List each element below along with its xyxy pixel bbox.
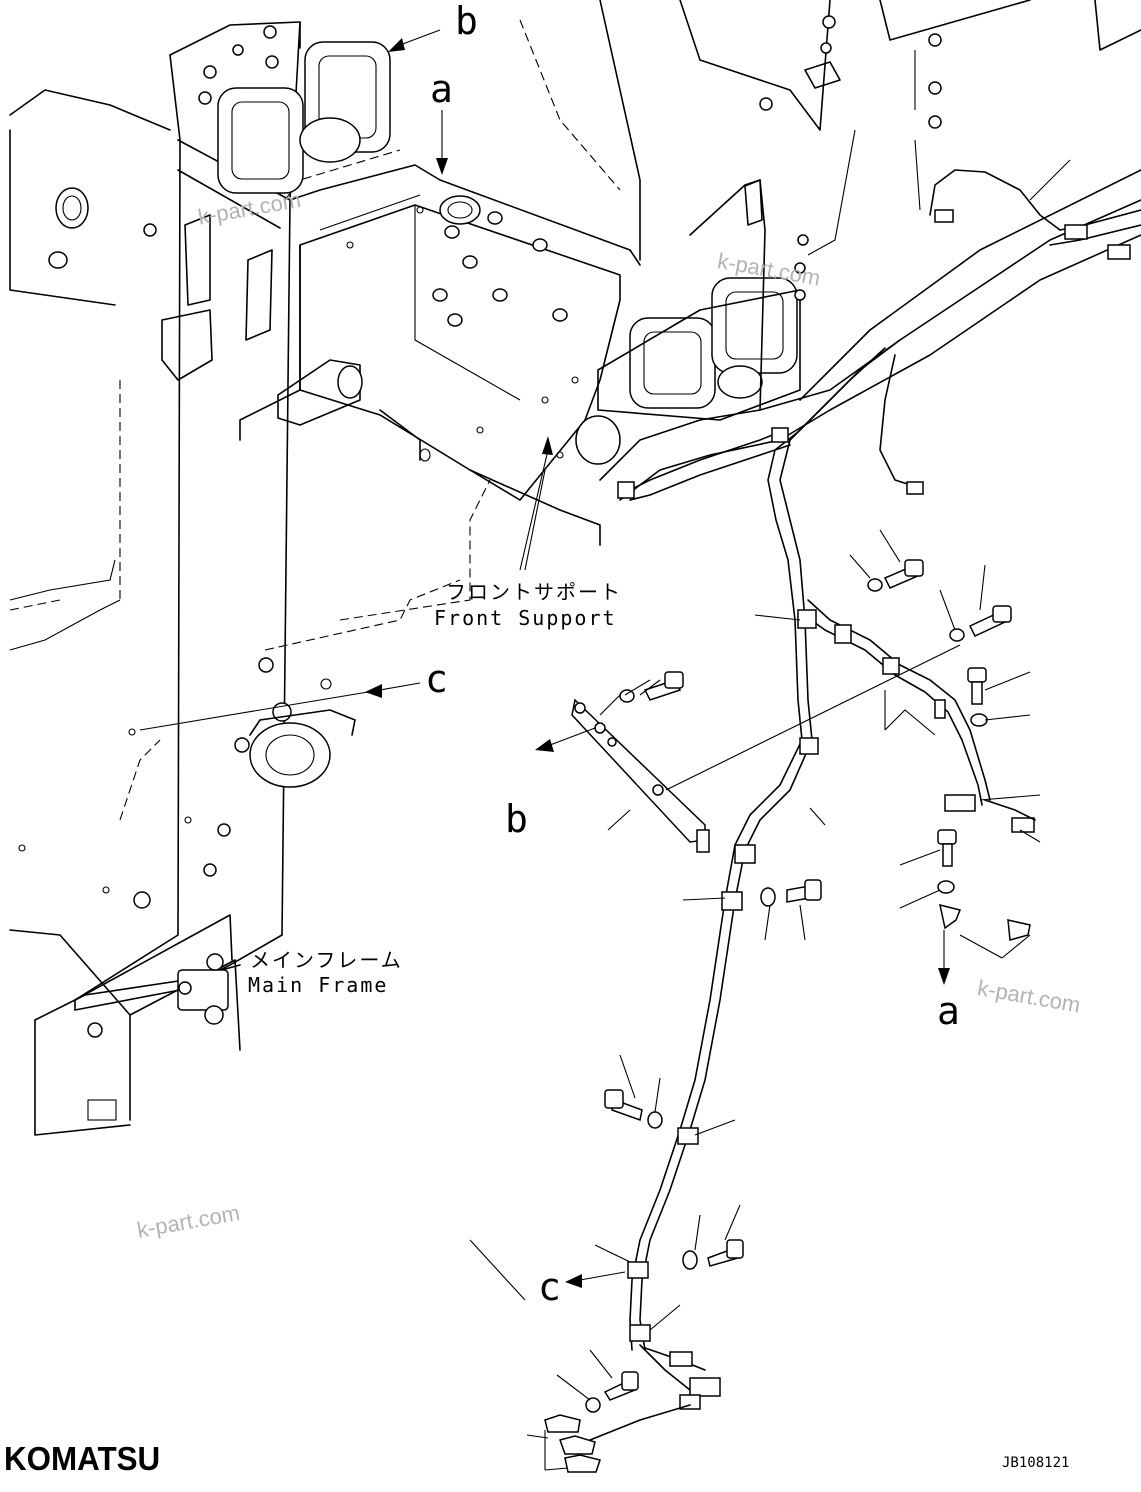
callout-c-mid: c	[425, 657, 448, 701]
front-support-label-en: Front Support	[434, 606, 617, 630]
drawing-code: JB108121	[1002, 1455, 1070, 1471]
fasteners	[544, 559, 1031, 1473]
callout-a-top: a	[430, 67, 453, 111]
front-support-block	[239, 164, 641, 546]
callout-b-top: b	[455, 0, 478, 43]
main-frame-label-en: Main Frame	[248, 973, 389, 997]
main-frame-label-jp: メインフレーム	[250, 948, 403, 972]
callout-c-bottom: c	[538, 1265, 561, 1309]
grab-handles	[198, 25, 801, 421]
komatsu-logo: KOMATSU	[4, 1440, 161, 1477]
leader-lines	[139, 29, 1071, 1471]
main-frame-outline	[9, 19, 621, 1136]
wiring-harness	[589, 169, 1141, 1441]
callout-a-right: a	[937, 989, 960, 1033]
front-support-label-jp: フロントサポート	[446, 580, 622, 604]
upper-right-structure	[599, 0, 1141, 501]
callout-b-left: b	[505, 797, 528, 841]
